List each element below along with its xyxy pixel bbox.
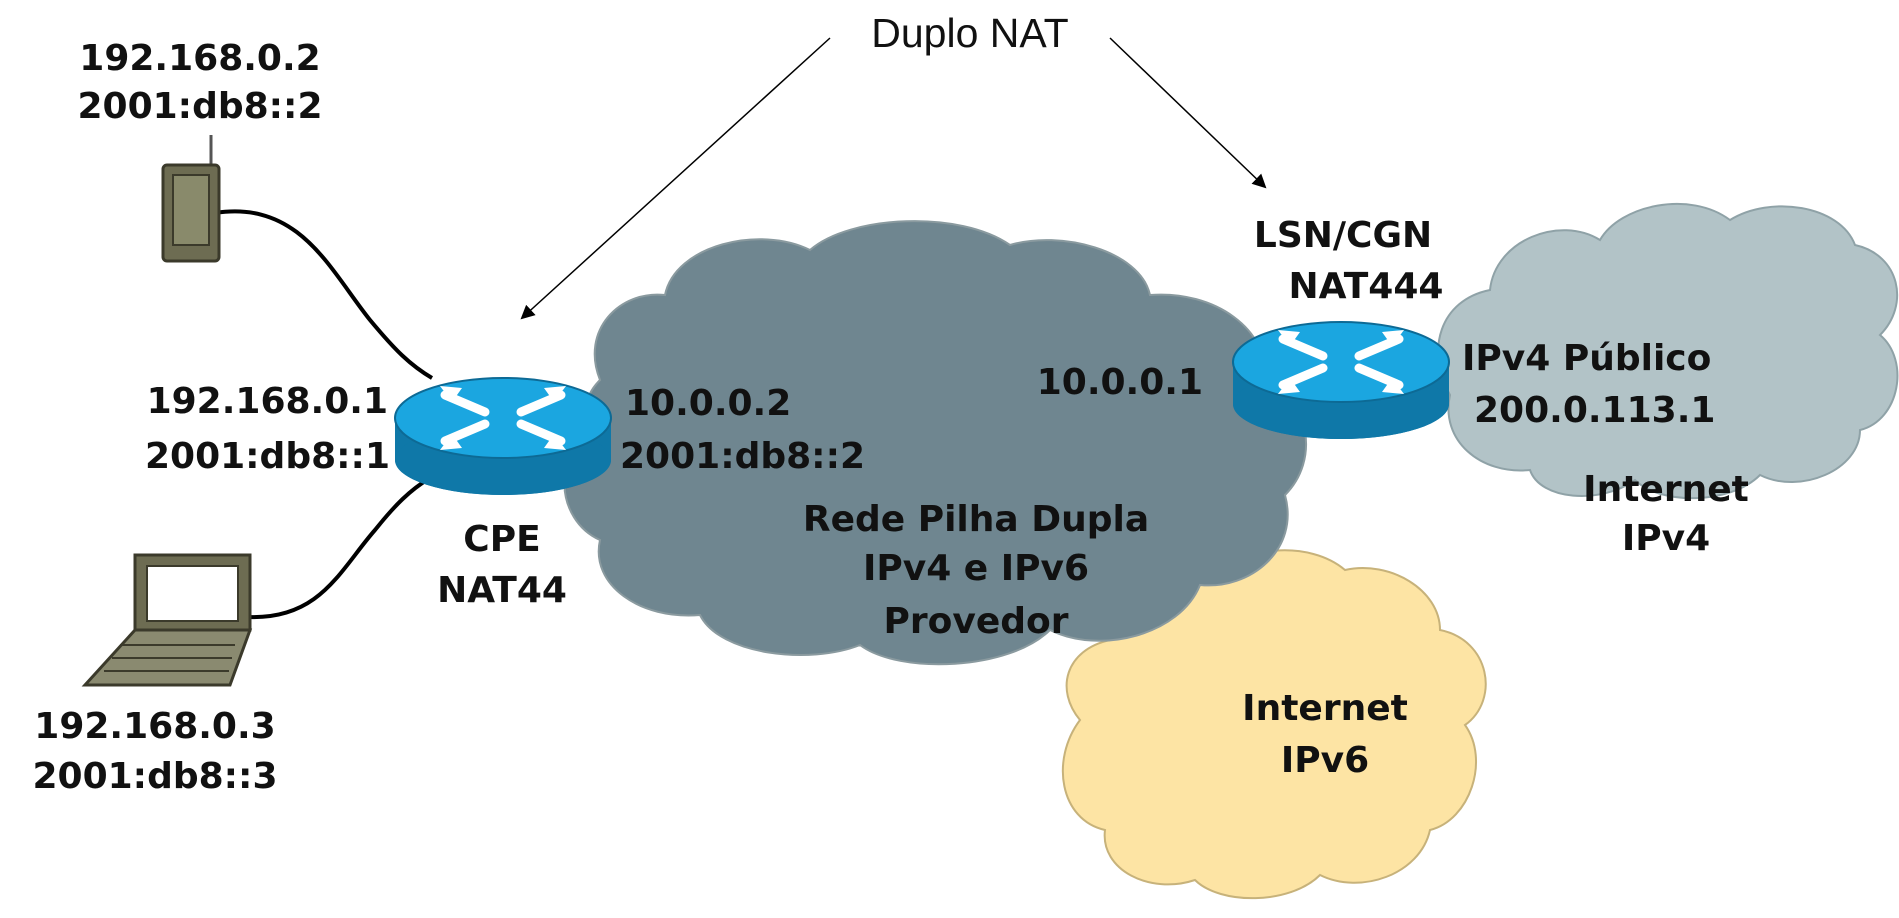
laptop-icon [81,553,253,687]
arrow-to-cpe [520,37,831,320]
cables [214,209,434,620]
cpe-lan-ipv6-label: 2001:db8::1 [145,436,390,477]
title-label: Duplo NAT [871,10,1068,56]
provider-cloud-line1: Rede Pilha Dupla [803,499,1149,540]
cpe-wan-ipv4-label: 10.0.0.2 [625,383,791,424]
cgn-router-icon [1232,321,1450,439]
laptop-cable [247,476,432,620]
provider-cloud-line3: Provedor [883,601,1068,642]
arrows [520,37,1267,320]
laptop-ipv4-label: 192.168.0.3 [34,706,275,747]
internet-ipv6-line1: Internet [1242,688,1408,729]
phone-ipv6-label: 2001:db8::2 [77,86,322,127]
cpe-name-label: CPE [463,519,540,560]
internet-ipv4-line2: IPv4 [1622,518,1710,559]
internet-ipv6-line2: IPv6 [1281,740,1369,781]
provider-cloud [563,220,1307,666]
provider-cloud-line2: IPv4 e IPv6 [863,548,1089,589]
cgn-name-label: LSN/CGN [1254,215,1432,256]
cgn-role-label: NAT444 [1289,266,1444,307]
internet-ipv4-cloud [1437,202,1899,500]
cgn-inside-ipv4-label: 10.0.0.1 [1037,362,1203,403]
cpe-router-icon [394,377,612,495]
phone-cable [214,209,434,380]
cpe-wan-ipv6-label: 2001:db8::2 [620,436,865,477]
phone-icon [161,135,221,263]
internet-ipv4-line1: Internet [1583,469,1749,510]
cpe-role-label: NAT44 [437,570,567,611]
cgn-public-label: IPv4 Público [1462,338,1711,379]
cpe-lan-ipv4-label: 192.168.0.1 [147,381,388,422]
phone-ipv4-label: 192.168.0.2 [79,38,320,79]
laptop-ipv6-label: 2001:db8::3 [32,756,277,797]
cgn-public-ipv4-label: 200.0.113.1 [1474,390,1715,431]
arrow-to-cgn [1109,37,1267,189]
